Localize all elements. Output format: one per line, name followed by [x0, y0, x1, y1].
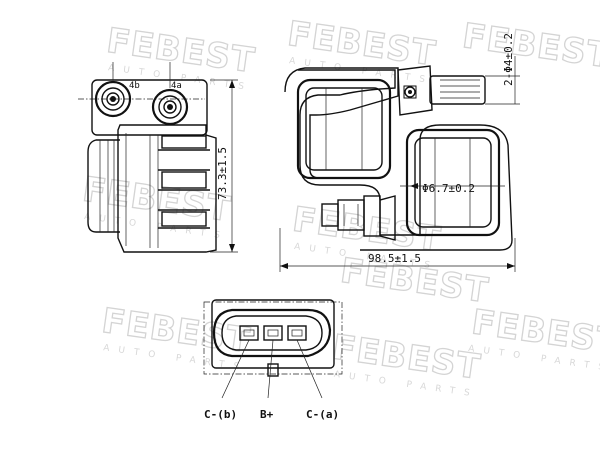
- side-connector: [321, 195, 396, 241]
- coil-bracket-outline: [298, 69, 513, 251]
- coil-body-outline: [117, 124, 217, 253]
- terminal-4b-label: 4b: [129, 81, 140, 91]
- connector-shroud: [212, 308, 332, 358]
- coil-ribs: [125, 133, 210, 248]
- top-view: 2-Φ4±0.2 Φ6.7±0.2 98.5±1.5: [279, 33, 520, 272]
- side-view: 4b 4a 73.3±1.5: [78, 62, 238, 253]
- connector-latch: [267, 363, 279, 377]
- pin-b-plus-label: B+: [260, 408, 274, 421]
- terminal-4b: [94, 80, 132, 118]
- upper-coil-tower: [296, 78, 392, 180]
- terminal-housing: [91, 79, 208, 136]
- watermark-brand-3: FEBEST: [460, 16, 600, 76]
- small-holes-dimension-label: 2-Φ4±0.2: [502, 33, 515, 86]
- hole-diameter-label: Φ6.7±0.2: [422, 182, 475, 195]
- pin-c-a: [287, 325, 307, 341]
- height-dimension-label: 73.3±1.5: [216, 147, 229, 200]
- pin-c-a-label: C-(a): [306, 408, 339, 421]
- connector-frame: [211, 299, 335, 369]
- connector-frame-dashed: [203, 301, 343, 375]
- coil-left-bulge: [87, 139, 120, 233]
- connector-face-view: C-(b) B+ C-(a): [203, 299, 343, 421]
- lower-coil-tower: [405, 128, 501, 237]
- mounting-lug: [397, 65, 486, 116]
- terminal-4a-label: 4a: [171, 81, 182, 91]
- pin-c-b-label: C-(b): [204, 408, 237, 421]
- watermark-layer: FEBEST AUTO PARTS FEBEST AUTO PARTS FEBE…: [79, 13, 600, 400]
- terminal-4a: [151, 88, 189, 126]
- pin-b-plus: [263, 325, 283, 341]
- width-dimension-label: 98.5±1.5: [368, 252, 421, 265]
